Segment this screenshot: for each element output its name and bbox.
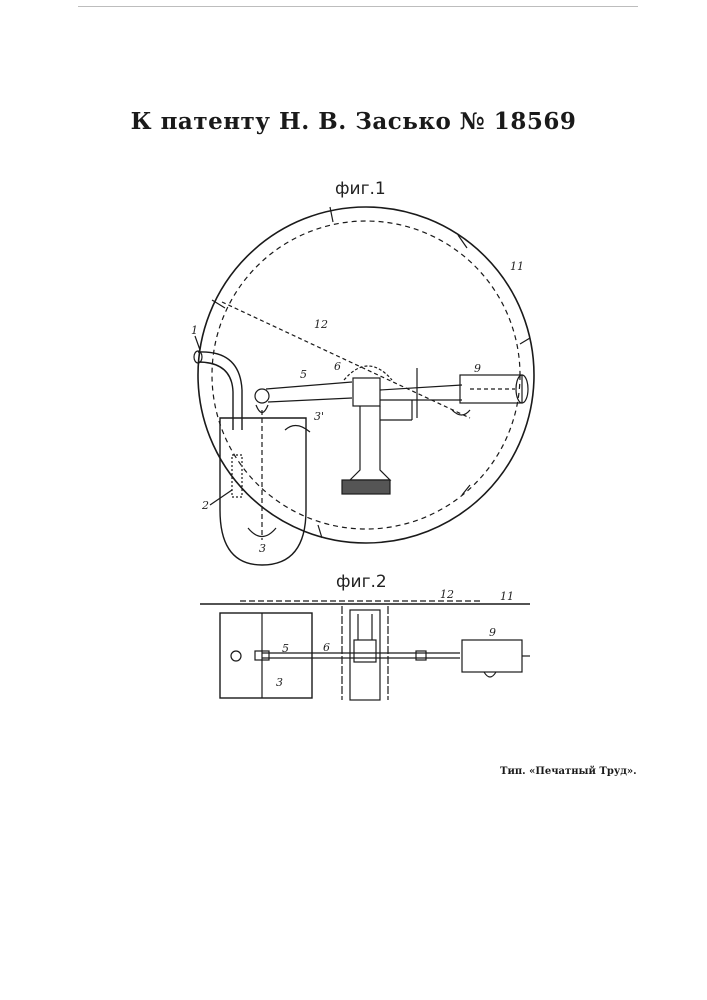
- stand-column: [350, 406, 390, 480]
- hub-block: [353, 378, 380, 406]
- axle-coupling: [416, 651, 426, 660]
- figure-2: фиг.2 3 5 6 9 11 12: [200, 572, 530, 700]
- figure-2-label: фиг.2: [336, 572, 387, 592]
- part-label-1: 1: [191, 324, 198, 337]
- counter-hook: [452, 410, 470, 415]
- rim-tick: [520, 338, 530, 344]
- part-label-9: 9: [489, 626, 496, 639]
- part-label-9: 9: [474, 362, 481, 375]
- part-label-6: 6: [323, 641, 330, 654]
- part-label-2: 2: [201, 499, 209, 512]
- scale-2: [232, 455, 242, 497]
- vessel-3-side: [220, 613, 312, 698]
- part-label-12: 12: [440, 588, 454, 601]
- vessel-hole: [231, 651, 241, 661]
- part-label-3: 3: [276, 676, 283, 689]
- stand-base: [342, 480, 390, 494]
- lever-eye: [255, 389, 269, 403]
- figure-1: фиг.1: [191, 179, 534, 565]
- inlet-pipe-inner: [198, 362, 233, 430]
- part-label-6: 6: [334, 360, 341, 373]
- leader-line: [210, 490, 232, 505]
- rim-tick: [330, 207, 333, 222]
- part-label-5: 5: [282, 642, 289, 655]
- weight-9-side: [462, 640, 522, 672]
- part-label-11: 11: [510, 260, 524, 273]
- lever-5-top: [266, 382, 352, 389]
- lever-5-bottom: [268, 398, 352, 402]
- part-label-3prime: 3': [314, 410, 324, 423]
- bearing: [354, 640, 376, 662]
- part-label-12: 12: [314, 318, 328, 331]
- axle-top: [380, 385, 462, 390]
- part-label-5: 5: [300, 368, 307, 381]
- printer-imprint: Тип. «Печатный Труд».: [500, 766, 637, 777]
- leader-1: [195, 336, 200, 350]
- part-label-11: 11: [500, 590, 514, 603]
- part-label-3: 3: [259, 542, 266, 555]
- figure-1-label: фиг.1: [335, 179, 386, 199]
- weight-clip: [484, 672, 496, 677]
